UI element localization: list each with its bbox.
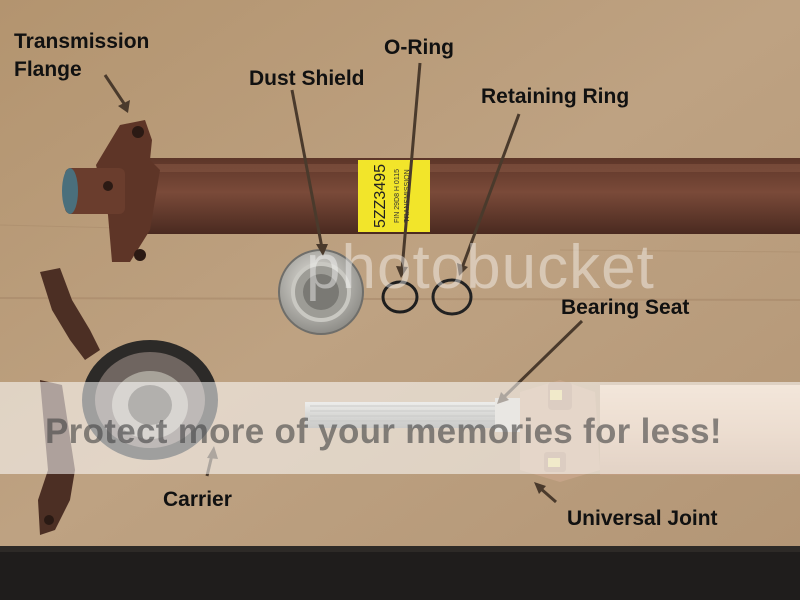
front-driveshaft (62, 120, 800, 262)
label-dust-shield: Dust Shield (249, 67, 365, 90)
carpet-floor (0, 546, 800, 600)
arrow-retaining-ring (460, 113, 521, 269)
watermark-band (0, 382, 800, 474)
dust-shield-part (278, 249, 364, 335)
sticker-part-number: 5ZZ3495 (372, 164, 389, 228)
label-transmission-flange-line2: Flange (14, 58, 82, 81)
arrow-transmission-flange (103, 74, 127, 106)
label-o-ring: O-Ring (384, 36, 454, 59)
retaining-ring-part (431, 278, 473, 316)
o-ring-part (381, 280, 419, 314)
sticker-line-2: FIN 29D8 H 0115 (394, 169, 401, 223)
photobucket-logo-watermark: photobucket (306, 233, 655, 302)
arrow-dust-shield (290, 89, 324, 249)
shaft-sticker (358, 160, 430, 232)
label-universal-joint: Universal Joint (567, 507, 718, 530)
label-transmission-flange-line1: Transmission (14, 30, 150, 53)
label-bearing-seat: Bearing Seat (561, 296, 690, 319)
label-carrier: Carrier (163, 488, 232, 511)
sticker-line-3: TRANSMISSION (404, 169, 411, 222)
arrow-o-ring (400, 62, 422, 271)
watermark-tagline: Protect more of your memories for less! (45, 412, 722, 451)
label-retaining-ring: Retaining Ring (481, 85, 630, 108)
arrow-universal-joint (539, 486, 557, 504)
